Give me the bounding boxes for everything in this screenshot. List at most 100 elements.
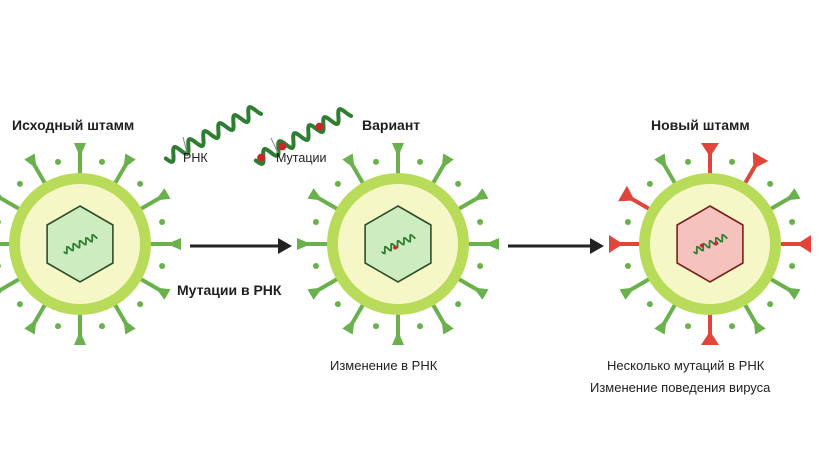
spike-bud — [685, 158, 692, 165]
spike-head — [441, 319, 454, 335]
rna-change-label: Изменение в РНК — [330, 358, 438, 373]
spike-head — [74, 331, 86, 345]
spike-bud — [416, 323, 423, 330]
spike-bud — [159, 219, 166, 226]
rna-illustration — [163, 105, 264, 164]
spike-head — [392, 143, 404, 157]
spike-bud — [373, 323, 380, 330]
spike-head — [752, 152, 769, 169]
capsid-rna — [693, 234, 728, 255]
rna-mutations-label: Мутации в РНК — [177, 282, 282, 298]
spike-head — [123, 319, 136, 335]
spike-head — [155, 287, 171, 300]
spike-head — [473, 188, 489, 201]
spike-bud — [98, 323, 105, 330]
spike-bud — [728, 323, 735, 330]
spike-bud — [16, 301, 23, 308]
spike-head — [618, 185, 635, 202]
original-virus — [0, 143, 181, 345]
new-strain-label: Новый штамм — [651, 117, 750, 133]
spike-head — [167, 238, 181, 250]
mutations-pointer — [270, 137, 279, 154]
mutation-dot — [278, 142, 287, 151]
spike-bud — [55, 158, 62, 165]
spike-head — [342, 153, 355, 169]
rna-strand — [63, 234, 98, 255]
rna-strand — [381, 234, 416, 255]
spike-bud — [0, 219, 1, 225]
rna-strand — [163, 105, 264, 164]
spike-head — [24, 153, 37, 169]
spike-bud — [767, 180, 774, 187]
mutation-dot — [315, 122, 324, 131]
spike-bud — [455, 301, 462, 308]
arrow-head — [278, 238, 292, 254]
spike-head — [485, 238, 499, 250]
rna-pointer — [182, 136, 188, 154]
spike-head — [392, 331, 404, 345]
original-strain-label: Исходный штамм — [12, 117, 135, 133]
spike-head — [74, 143, 86, 157]
spike-head — [473, 287, 489, 300]
spike-head — [307, 287, 323, 300]
spike-head — [701, 143, 719, 157]
spike-head — [123, 153, 136, 169]
spike-head — [0, 194, 5, 201]
mutations-label: Мутации — [276, 151, 327, 165]
spike-bud — [646, 301, 653, 308]
arrow-to-new-strain — [508, 238, 604, 254]
spike-bud — [624, 219, 631, 226]
spike-bud — [477, 262, 484, 269]
spike-head — [441, 153, 454, 169]
spike-head — [24, 319, 37, 335]
spike-head — [654, 319, 667, 335]
spike-bud — [137, 301, 144, 308]
spike-bud — [624, 262, 631, 269]
arrow-to-variant — [190, 238, 292, 254]
mutation-dot — [393, 245, 398, 250]
spike-bud — [312, 219, 319, 226]
spike-bud — [646, 180, 653, 187]
spike-bud — [159, 262, 166, 269]
several-mutations-label: Несколько мутаций в РНК — [607, 358, 765, 373]
spike-bud — [98, 158, 105, 165]
spike-head — [753, 319, 766, 335]
arrow-head — [590, 238, 604, 254]
variant-label: Вариант — [362, 117, 421, 133]
spike-bud — [455, 180, 462, 187]
mutation-dot — [699, 243, 704, 248]
mutated-rna-illustration — [253, 107, 354, 166]
spike-bud — [312, 262, 319, 269]
spike-bud — [55, 323, 62, 330]
behavior-change-label: Изменение поведения вируса — [590, 380, 771, 395]
spike-head — [609, 235, 623, 253]
spike-head — [701, 331, 719, 345]
spike-bud — [334, 180, 341, 187]
spike-head — [619, 287, 635, 300]
spike-head — [342, 319, 355, 335]
spike-bud — [789, 262, 796, 269]
spike-bud — [477, 219, 484, 226]
spike-bud — [334, 301, 341, 308]
capsid-rna — [63, 234, 98, 255]
spike-head — [307, 188, 323, 201]
spike-bud — [416, 158, 423, 165]
spike-bud — [685, 323, 692, 330]
rna-label: РНК — [183, 151, 208, 165]
spike-head — [654, 153, 667, 169]
spike-head — [785, 287, 801, 300]
capsid-rna — [381, 234, 416, 255]
spike-head — [785, 188, 801, 201]
new-strain-virus — [609, 143, 811, 345]
spike-bud — [16, 180, 23, 187]
spike-head — [797, 235, 811, 253]
spike-bud — [137, 180, 144, 187]
spike-head — [0, 287, 5, 294]
mutation-dot — [714, 241, 719, 246]
spike-bud — [373, 158, 380, 165]
rna-strand — [693, 234, 728, 255]
spike-bud — [728, 158, 735, 165]
mutation-dot — [257, 153, 266, 162]
